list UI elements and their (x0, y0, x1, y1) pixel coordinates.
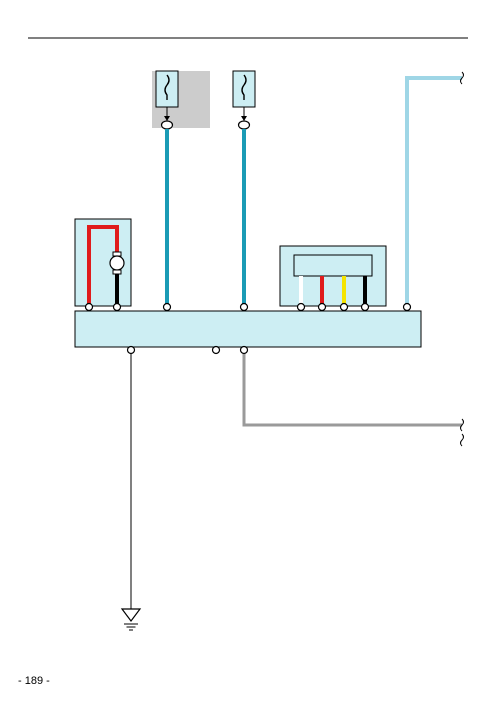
wire-break-icon (460, 71, 464, 85)
motor-icon (109, 251, 125, 275)
wire-break-icon (460, 418, 464, 432)
page-number: - 189 - (18, 675, 50, 687)
sensor-inner-box (293, 254, 373, 277)
pin-top-7 (339, 302, 349, 312)
pin-top-2 (112, 302, 122, 312)
pin-top-3 (162, 302, 172, 312)
wire-red-motor (87, 225, 119, 306)
pin-bottom-1 (126, 345, 136, 355)
pin-bottom-3 (239, 345, 249, 355)
pin-top-8 (360, 302, 370, 312)
connector-fuse-left (160, 120, 174, 130)
pin-top-1 (84, 302, 94, 312)
fuse-middle-icon (232, 70, 256, 121)
wire-gray (242, 354, 462, 427)
fuse-left-icon (155, 70, 179, 121)
pin-top-4 (239, 302, 249, 312)
wire-light-blue (405, 76, 462, 306)
control-unit-top-pins (84, 302, 412, 312)
pin-top-5 (296, 302, 306, 312)
pin-top-9 (402, 302, 412, 312)
wire-break-icon (460, 433, 464, 447)
control-unit-bottom-pins (126, 345, 249, 355)
control-unit-box (74, 310, 422, 348)
pin-bottom-2 (211, 345, 221, 355)
ground-icon (120, 608, 142, 631)
connector-fuse-middle (237, 120, 251, 130)
pin-top-6 (317, 302, 327, 312)
